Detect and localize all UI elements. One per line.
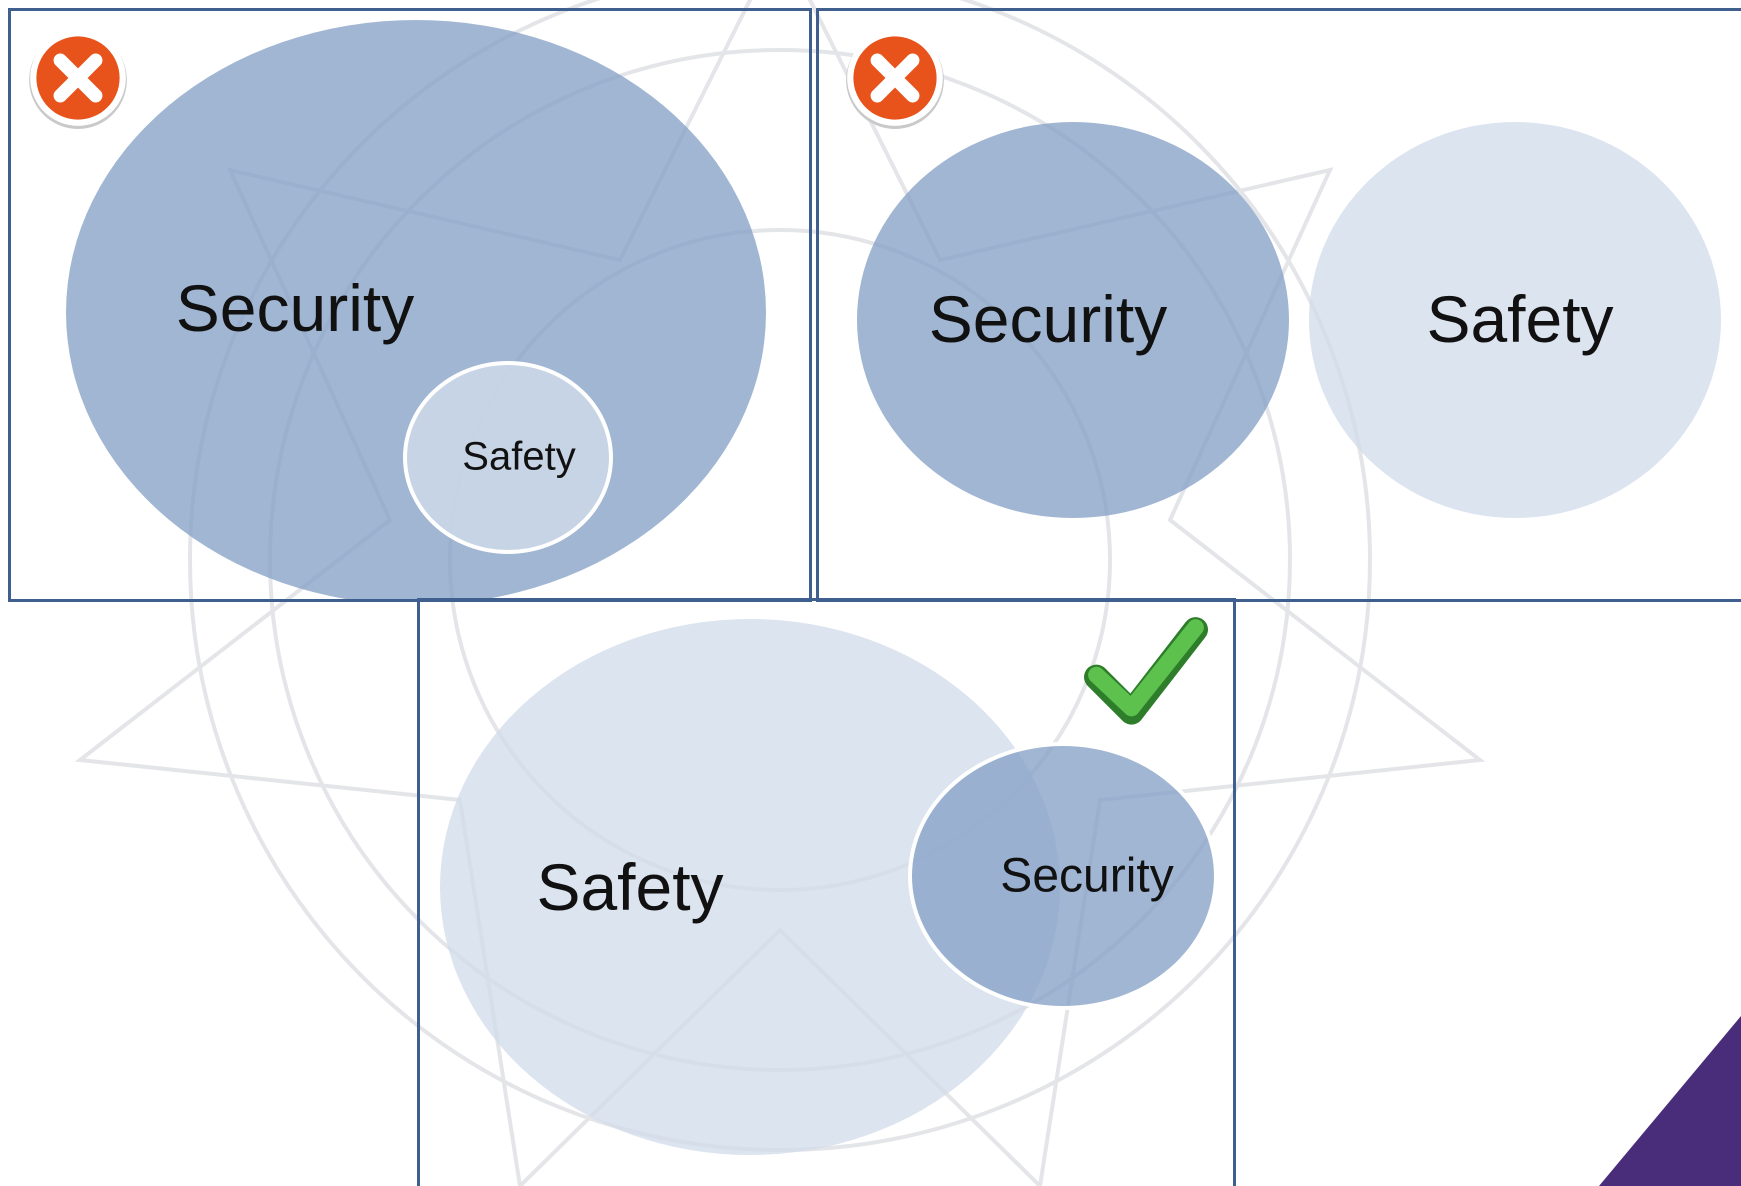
checkmark-icon [1084,617,1208,725]
security-circle [908,742,1218,1010]
cross-icon [29,30,127,129]
safety-label: Safety [462,434,576,479]
safety-circle [1309,122,1721,518]
security-circle [857,122,1289,518]
diagram-security-and-safety-separate: Security Safety [816,8,1741,602]
safety-label: Safety [536,850,724,924]
security-circle [66,20,766,599]
cross-icon [846,30,944,129]
security-label: Security [1000,849,1174,903]
corner-accent-shape [1599,1016,1741,1186]
security-label: Security [175,271,415,345]
safety-circle [403,361,613,554]
security-label: Security [928,282,1168,356]
diagram-security-contains-safety: Security Safety [8,8,812,602]
diagram-safety-contains-security: Safety Security [417,598,1236,1186]
safety-label: Safety [1426,282,1614,356]
